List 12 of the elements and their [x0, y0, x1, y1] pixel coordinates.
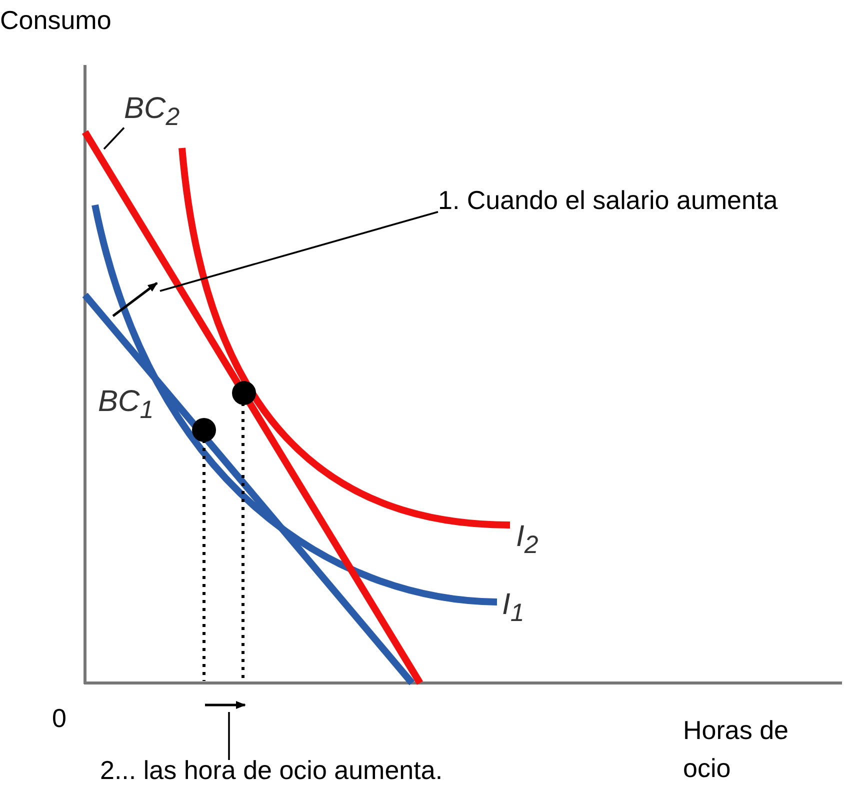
curve-label: BC$_{1}$ — [98, 385, 154, 425]
leader-line — [103, 127, 125, 150]
curve-label: BC$_{2}$ — [124, 92, 180, 132]
curve-label: I$_{1}$ — [502, 588, 524, 628]
origin-label: 0 — [52, 704, 66, 734]
curve-label: I$_{2}$ — [516, 520, 538, 560]
leader-line — [160, 211, 438, 292]
leader-line — [228, 712, 230, 760]
axis-title: Consumo — [0, 6, 112, 36]
axis-title: Horas de ocio — [683, 714, 790, 785]
callout-text: 1. Cuando el salario aumenta — [438, 186, 778, 216]
callout-text: 2... las hora de ocio aumenta. — [100, 756, 443, 786]
